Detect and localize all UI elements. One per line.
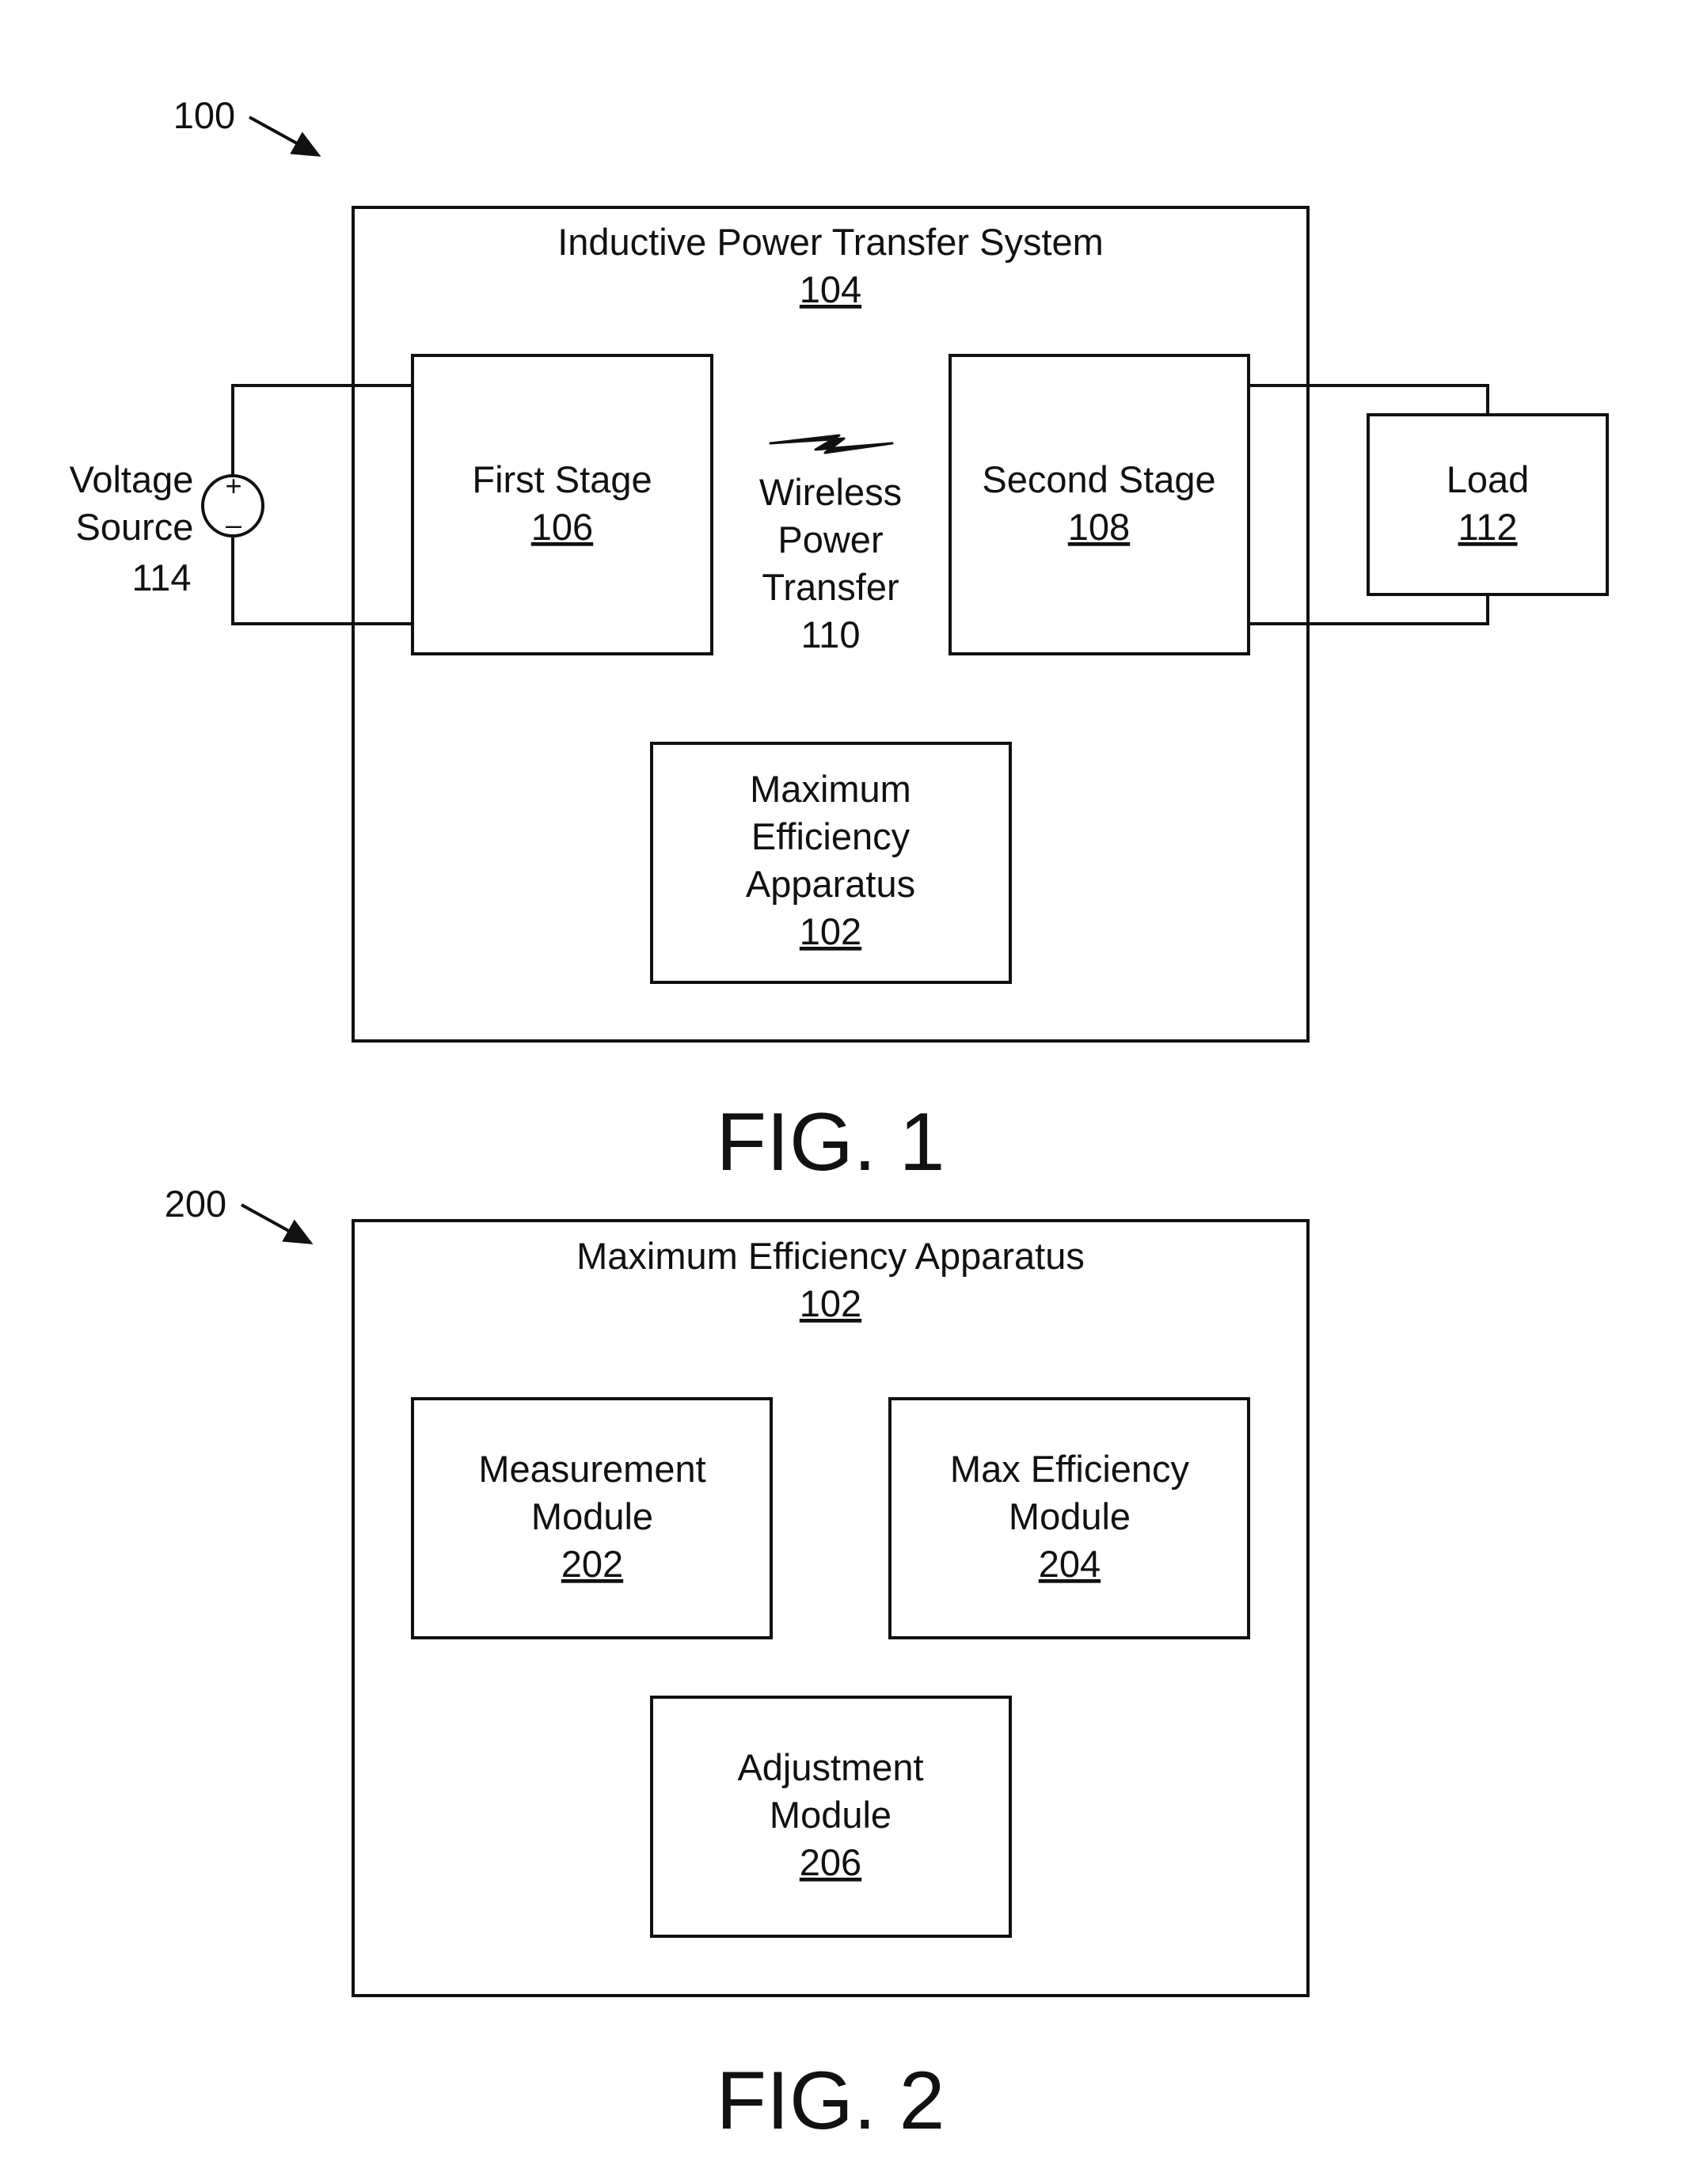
adjustment-label-line2: Module: [770, 1794, 892, 1836]
voltage-source-minus: –: [226, 508, 241, 541]
fig1-reference-number: 100: [173, 94, 235, 136]
fig2-caption: FIG. 2: [717, 2055, 945, 2147]
fig2-apparatus-number: 102: [800, 1282, 861, 1324]
fig1-caption: FIG. 1: [717, 1096, 945, 1188]
load-title: Load: [1447, 458, 1530, 500]
max-efficiency-label-line2: Module: [1009, 1495, 1131, 1537]
wireless-label-line1: Wireless: [759, 471, 902, 513]
system-title: Inductive Power Transfer System: [557, 221, 1104, 263]
voltage-source-label-line1: Voltage: [70, 458, 194, 500]
fig1-reference-arrow: [249, 117, 318, 155]
wireless-label-line3: Transfer: [762, 566, 899, 608]
apparatus-number: 102: [800, 910, 861, 952]
second-stage-number: 108: [1068, 506, 1130, 548]
fig2-reference-arrow: [241, 1205, 310, 1243]
load-number: 112: [1458, 506, 1518, 548]
voltage-source-label-line2: Source: [76, 506, 194, 548]
second-stage-title: Second Stage: [982, 458, 1215, 500]
second-stage-box: [950, 355, 1249, 654]
fig2-apparatus-title: Maximum Efficiency Apparatus: [576, 1235, 1085, 1277]
fig2-reference-number: 200: [165, 1183, 226, 1225]
measurement-number: 202: [561, 1543, 623, 1585]
wireless-number: 110: [801, 613, 861, 655]
first-stage-number: 106: [531, 506, 593, 548]
first-stage-title: First Stage: [472, 458, 652, 500]
system-number: 104: [800, 268, 861, 310]
measurement-label-line2: Module: [531, 1495, 653, 1537]
max-efficiency-number: 204: [1039, 1543, 1101, 1585]
wireless-label-line2: Power: [777, 518, 883, 560]
adjustment-label-line1: Adjustment: [737, 1746, 923, 1788]
apparatus-label-line2: Efficiency: [751, 815, 911, 857]
voltage-source-number: 114: [132, 556, 192, 598]
first-stage-box: [412, 355, 712, 654]
voltage-source-plus: +: [225, 469, 241, 502]
adjustment-number: 206: [800, 1841, 861, 1883]
measurement-label-line1: Measurement: [478, 1448, 705, 1490]
max-efficiency-label-line1: Max Efficiency: [950, 1448, 1190, 1490]
apparatus-label-line1: Maximum: [750, 768, 911, 810]
apparatus-label-line3: Apparatus: [746, 863, 915, 905]
load-box: [1368, 415, 1607, 594]
